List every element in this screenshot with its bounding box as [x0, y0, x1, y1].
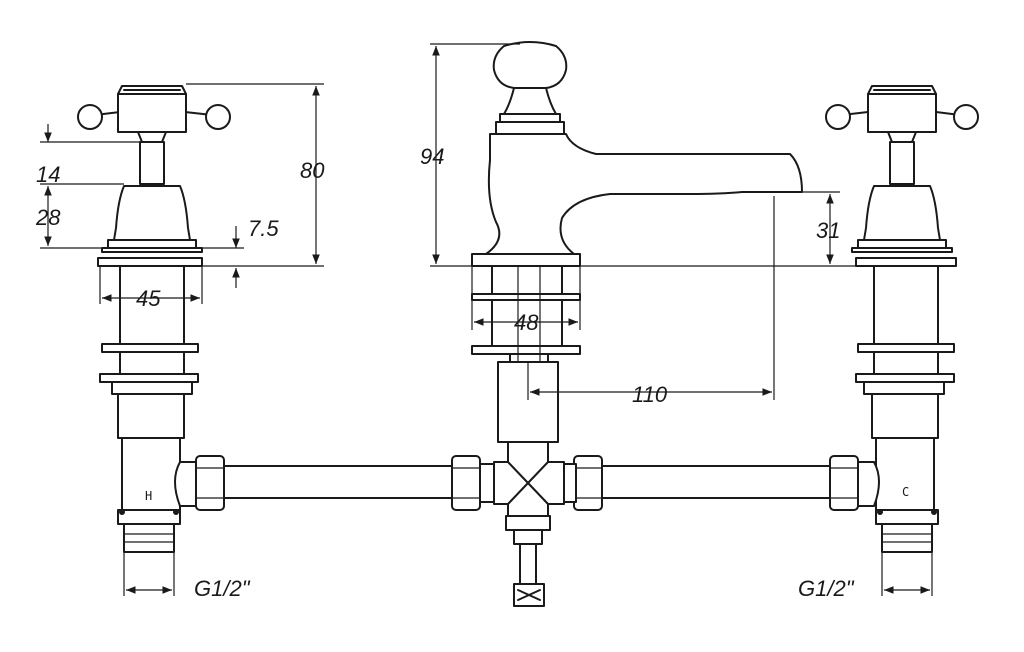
cold-valve-stem	[889, 141, 915, 185]
cold-valve-tail	[875, 437, 935, 511]
hot-valve-flange	[97, 257, 203, 267]
spout-base-collar	[471, 253, 581, 267]
dim-label-45: 45	[136, 286, 161, 311]
hot-valve-handle	[77, 85, 231, 143]
dim-label-48: 48	[514, 310, 539, 335]
cold-valve-body	[863, 185, 941, 241]
cold-valve-thread	[881, 523, 933, 553]
hot-valve-nut	[99, 373, 199, 383]
cold-valve: C	[825, 85, 979, 553]
dimension-lines	[40, 43, 933, 596]
dim-label-94: 94	[420, 144, 444, 169]
left-pipe	[221, 465, 455, 499]
center-left-nut	[451, 455, 481, 511]
connector-pipes	[174, 441, 880, 607]
hot-valve-stem	[139, 141, 165, 185]
dim-label-80: 80	[300, 158, 325, 183]
hot-valve: H	[77, 85, 231, 553]
dimension-labels: 14 28 7.5 80 45 94 48 31 110 G1/2" G1/2"	[35, 144, 855, 601]
dim-label-thread-left: G1/2"	[194, 576, 251, 601]
cold-valve-shank	[873, 265, 939, 345]
spout-nut	[471, 345, 581, 355]
dim-label-thread-right: G1/2"	[798, 576, 855, 601]
cross-connector	[493, 441, 565, 517]
center-right-nut	[573, 455, 603, 511]
dim-label-110: 110	[632, 382, 668, 407]
spout-top-knob	[492, 41, 568, 89]
hot-mark: H	[145, 489, 152, 503]
cold-mark: C	[902, 485, 909, 499]
hot-valve-collar	[107, 239, 197, 249]
cold-valve-handle	[825, 85, 979, 143]
dim-label-31: 31	[816, 218, 840, 243]
hot-valve-body	[113, 185, 191, 241]
right-pipe	[599, 465, 833, 499]
dim-label-14: 14	[36, 162, 60, 187]
hot-valve-thread	[123, 523, 175, 553]
cold-valve-flange	[855, 257, 957, 267]
dim-label-28: 28	[35, 205, 61, 230]
cold-valve-nut	[855, 373, 955, 383]
spout-body	[485, 133, 803, 255]
dim-label-7-5: 7.5	[248, 216, 279, 241]
hot-valve-shank	[119, 265, 185, 345]
right-compression-nut	[829, 455, 859, 511]
left-compression-nut	[195, 455, 225, 511]
